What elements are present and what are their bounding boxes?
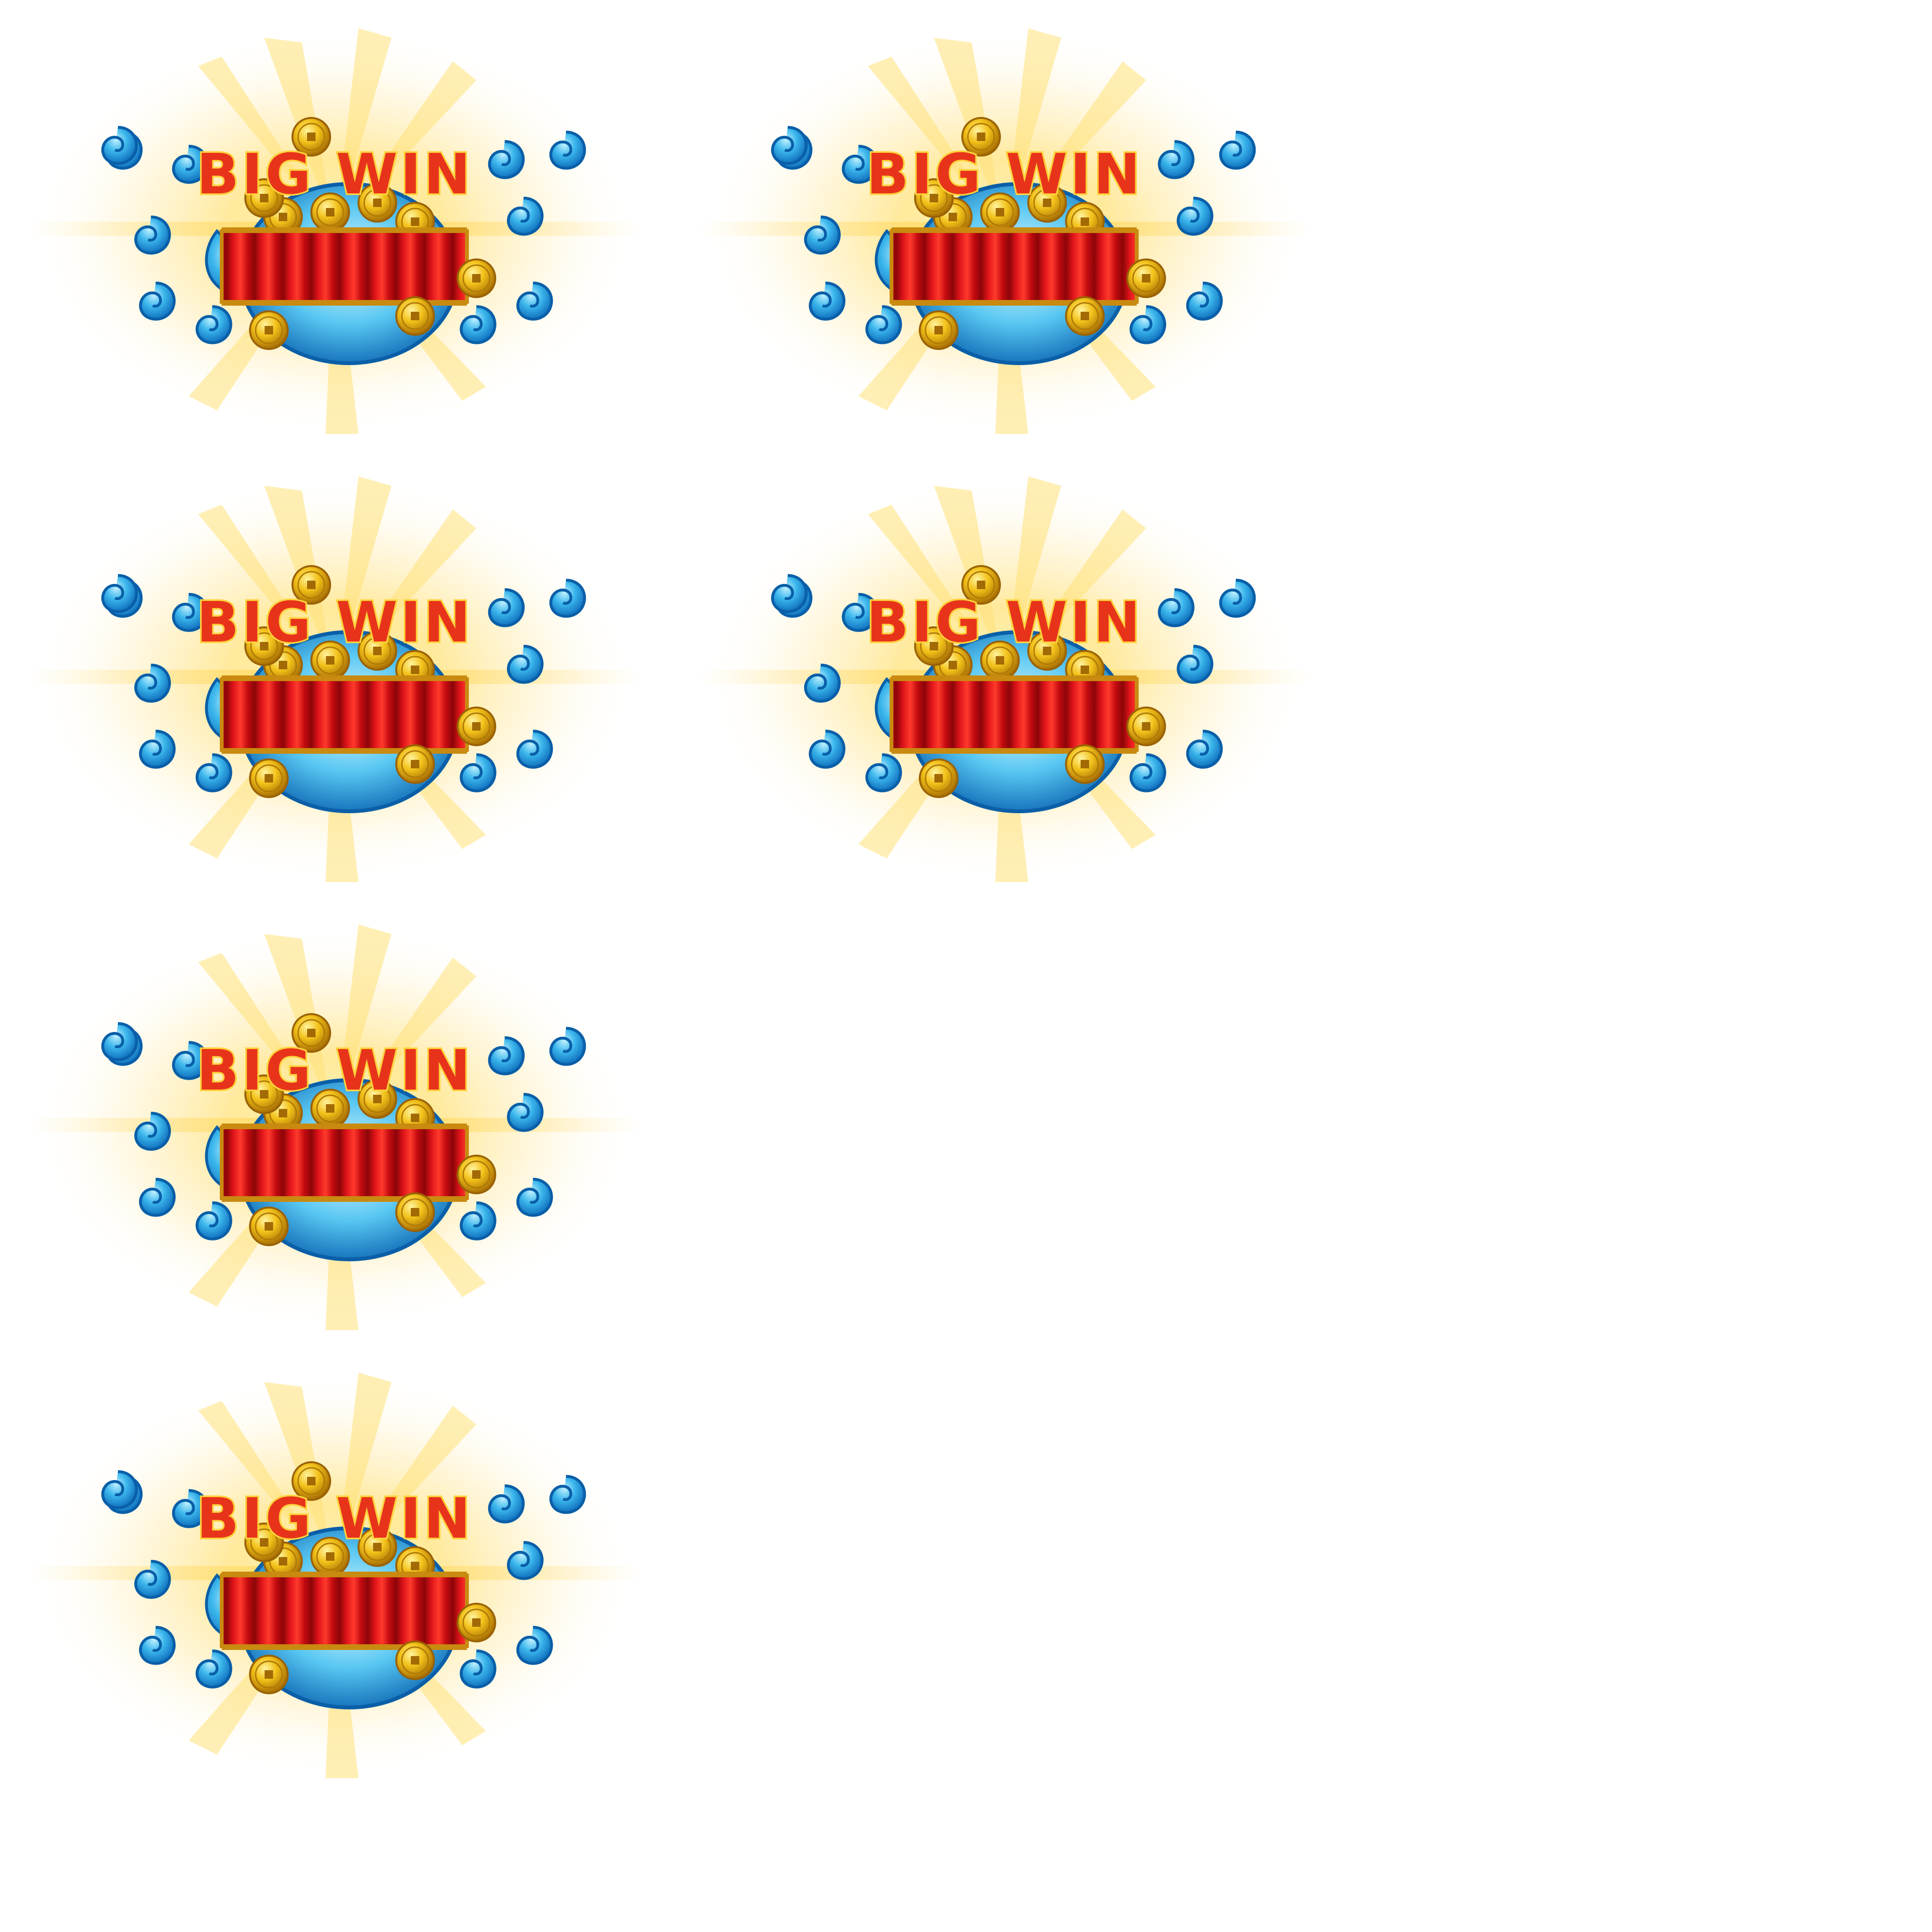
- big-win-title: BIG WIN: [197, 1486, 474, 1551]
- big-win-frame-2: BIG WIN: [670, 9, 1340, 453]
- big-win-graphic: BIG WIN: [0, 1354, 670, 1797]
- big-win-graphic: BIG WIN: [0, 9, 670, 453]
- big-win-frame-3: BIG WIN: [0, 458, 670, 901]
- big-win-title: BIG WIN: [866, 142, 1143, 207]
- big-win-title: BIG WIN: [197, 590, 474, 655]
- big-win-frame-1: BIG WIN: [0, 9, 670, 453]
- big-win-frame-6: BIG WIN: [0, 1354, 670, 1797]
- big-win-art: [28, 924, 641, 1330]
- big-win-art: [698, 476, 1311, 882]
- big-win-graphic: BIG WIN: [0, 906, 670, 1349]
- big-win-art: [28, 1373, 641, 1778]
- big-win-art: [698, 28, 1311, 434]
- big-win-frame-5: BIG WIN: [0, 906, 670, 1349]
- big-win-art: [28, 476, 641, 882]
- big-win-frame-4: BIG WIN: [670, 458, 1340, 901]
- big-win-art: [28, 28, 641, 434]
- big-win-graphic: BIG WIN: [670, 9, 1340, 453]
- big-win-graphic: BIG WIN: [0, 458, 670, 901]
- big-win-title: BIG WIN: [197, 1038, 474, 1103]
- big-win-title: BIG WIN: [197, 142, 474, 207]
- big-win-graphic: BIG WIN: [670, 458, 1340, 901]
- big-win-title: BIG WIN: [866, 590, 1143, 655]
